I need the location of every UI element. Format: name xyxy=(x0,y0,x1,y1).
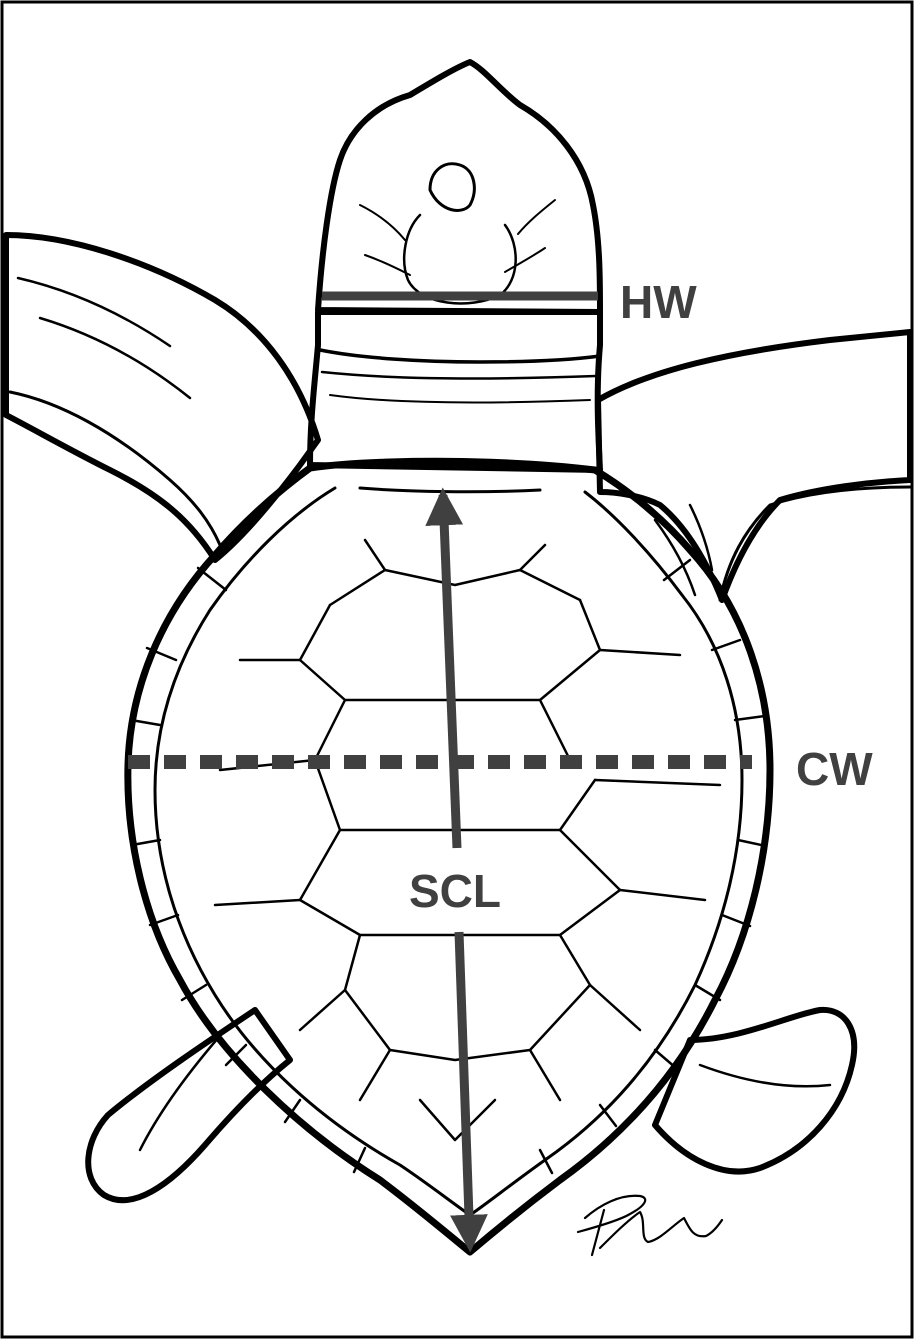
hw-label: HW xyxy=(620,276,697,328)
scl-label: SCL xyxy=(409,865,501,917)
cw-label: CW xyxy=(796,743,873,795)
